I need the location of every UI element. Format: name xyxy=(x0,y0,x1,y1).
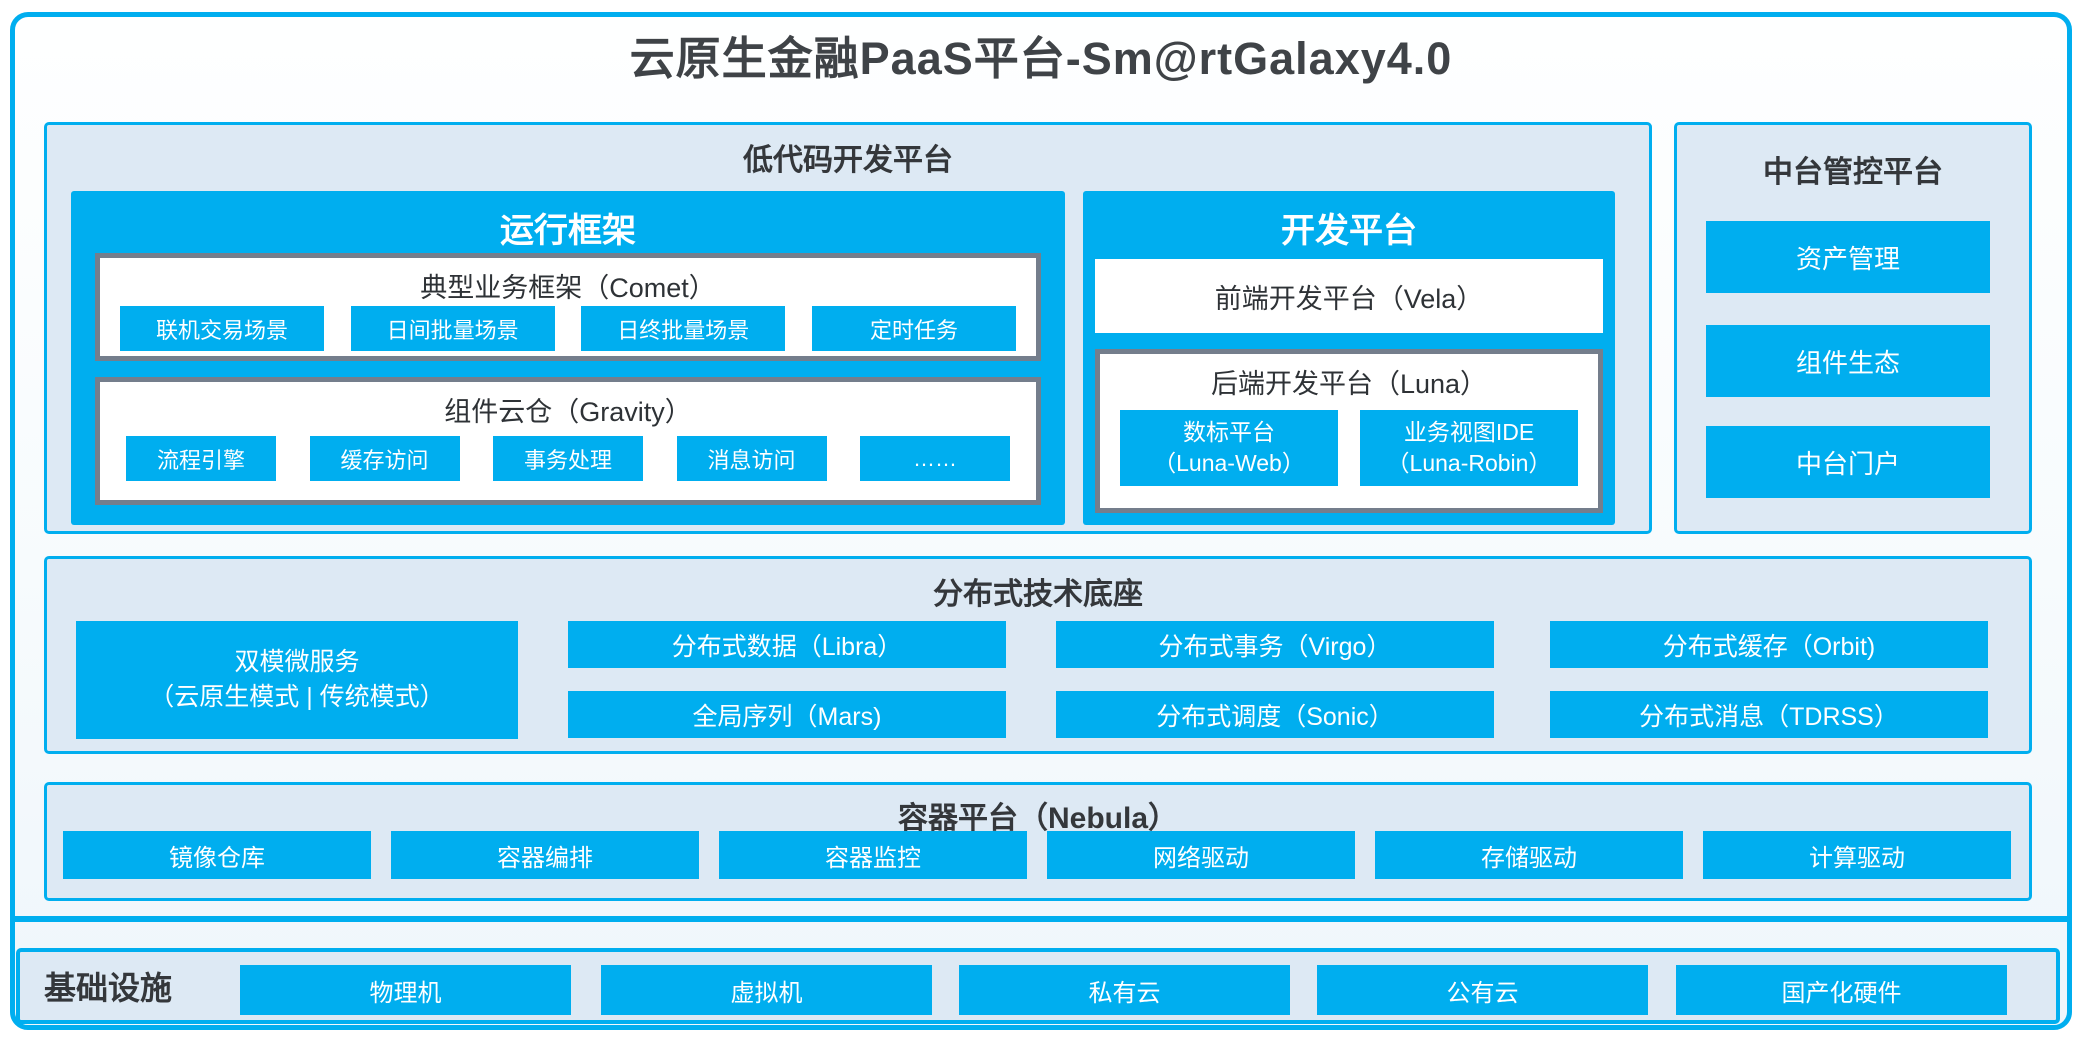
comet-framework-box: 典型业务框架（Comet） 联机交易场景 日间批量场景 日终批量场景 定时任务 xyxy=(95,253,1041,361)
container-item: 镜像仓库 xyxy=(63,831,371,879)
distributed-item: 分布式调度（Sonic） xyxy=(1056,691,1494,738)
container-items-row: 镜像仓库 容器编排 容器监控 网络驱动 存储驱动 计算驱动 xyxy=(63,831,2011,879)
luna-item-line2: （Luna-Web） xyxy=(1153,450,1305,476)
section-low-code-platform: 低代码开发平台 运行框架 典型业务框架（Comet） 联机交易场景 日间批量场景… xyxy=(44,122,1652,534)
infrastructure-item: 私有云 xyxy=(959,965,1290,1015)
distributed-base-title: 分布式技术底座 xyxy=(933,578,1143,611)
infrastructure-item: 公有云 xyxy=(1317,965,1648,1015)
gravity-item: 事务处理 xyxy=(493,436,643,481)
container-platform-title: 容器平台（Nebula） xyxy=(897,802,1179,835)
mid-platform-title: 中台管控平台 xyxy=(1763,156,1943,189)
distributed-item: 分布式数据（Libra） xyxy=(568,621,1006,668)
luna-item-line2: （Luna-Robin） xyxy=(1386,450,1552,476)
dual-mode-microservice-box: 双模微服务 （云原生模式 | 传统模式） xyxy=(76,621,518,739)
dev-platform-title: 开发平台 xyxy=(1281,212,1417,250)
infrastructure-item: 物理机 xyxy=(240,965,571,1015)
mid-platform-item: 资产管理 xyxy=(1706,221,1990,293)
gravity-item: …… xyxy=(860,436,1010,481)
separator-line xyxy=(15,916,2067,922)
section-distributed-base: 分布式技术底座 双模微服务 （云原生模式 | 传统模式） 分布式数据（Libra… xyxy=(44,556,2032,754)
comet-item: 联机交易场景 xyxy=(120,306,324,351)
luna-box-title: 后端开发平台（Luna） xyxy=(1210,369,1488,399)
container-item: 容器编排 xyxy=(391,831,699,879)
gravity-items-row: 流程引擎 缓存访问 事务处理 消息访问 …… xyxy=(126,436,1010,481)
runtime-framework-title: 运行框架 xyxy=(500,212,636,250)
gravity-warehouse-box: 组件云仓（Gravity） 流程引擎 缓存访问 事务处理 消息访问 …… xyxy=(95,377,1041,505)
section-low-code-title: 低代码开发平台 xyxy=(743,144,953,177)
panel-runtime-framework: 运行框架 典型业务框架（Comet） 联机交易场景 日间批量场景 日终批量场景 … xyxy=(71,191,1065,525)
distributed-item: 全局序列（Mars) xyxy=(568,691,1006,738)
section-infrastructure: 基础设施 物理机 虚拟机 私有云 公有云 国产化硬件 xyxy=(16,948,2060,1024)
container-item: 容器监控 xyxy=(719,831,1027,879)
section-container-platform: 容器平台（Nebula） 镜像仓库 容器编排 容器监控 网络驱动 存储驱动 计算… xyxy=(44,782,2032,901)
luna-items-row: 数标平台 （Luna-Web） 业务视图IDE （Luna-Robin） xyxy=(1120,410,1578,486)
luna-item-line1: 数标平台 xyxy=(1183,419,1275,445)
gravity-item: 流程引擎 xyxy=(126,436,276,481)
section-mid-platform: 中台管控平台 资产管理 组件生态 中台门户 xyxy=(1674,122,2032,534)
gravity-box-title: 组件云仓（Gravity） xyxy=(444,397,692,427)
luna-item: 数标平台 （Luna-Web） xyxy=(1120,410,1338,486)
luna-backend-box: 后端开发平台（Luna） 数标平台 （Luna-Web） 业务视图IDE （Lu… xyxy=(1095,349,1603,513)
infrastructure-item: 虚拟机 xyxy=(601,965,932,1015)
comet-item: 定时任务 xyxy=(811,306,1016,351)
comet-box-title: 典型业务框架（Comet） xyxy=(420,273,716,303)
comet-item: 日间批量场景 xyxy=(350,306,555,351)
luna-item-line1: 业务视图IDE xyxy=(1403,419,1535,445)
gravity-item: 消息访问 xyxy=(676,436,827,481)
page-title: 云原生金融PaaS平台-Sm@rtGalaxy4.0 xyxy=(629,33,1453,84)
container-item: 网络驱动 xyxy=(1047,831,1355,879)
distributed-item: 分布式消息（TDRSS） xyxy=(1550,691,1988,738)
dual-mode-line2: （云原生模式 | 传统模式） xyxy=(149,683,445,711)
luna-item: 业务视图IDE （Luna-Robin） xyxy=(1360,410,1578,486)
distributed-item: 分布式事务（Virgo） xyxy=(1056,621,1494,668)
container-item: 存储驱动 xyxy=(1375,831,1683,879)
distributed-item: 分布式缓存（Orbit) xyxy=(1550,621,1988,668)
comet-item: 日终批量场景 xyxy=(581,306,786,351)
comet-items-row: 联机交易场景 日间批量场景 日终批量场景 定时任务 xyxy=(120,306,1016,351)
vela-frontend-box: 前端开发平台（Vela） xyxy=(1095,259,1603,333)
infrastructure-label: 基础设施 xyxy=(44,970,173,1006)
mid-platform-item: 中台门户 xyxy=(1706,426,1990,498)
dual-mode-line1: 双模微服务 xyxy=(234,648,360,676)
container-item: 计算驱动 xyxy=(1703,831,2011,879)
infrastructure-item: 国产化硬件 xyxy=(1676,965,2007,1015)
panel-dev-platform: 开发平台 前端开发平台（Vela） 后端开发平台（Luna） 数标平台 （Lun… xyxy=(1083,191,1615,525)
mid-platform-item: 组件生态 xyxy=(1706,325,1990,397)
gravity-item: 缓存访问 xyxy=(309,436,460,481)
